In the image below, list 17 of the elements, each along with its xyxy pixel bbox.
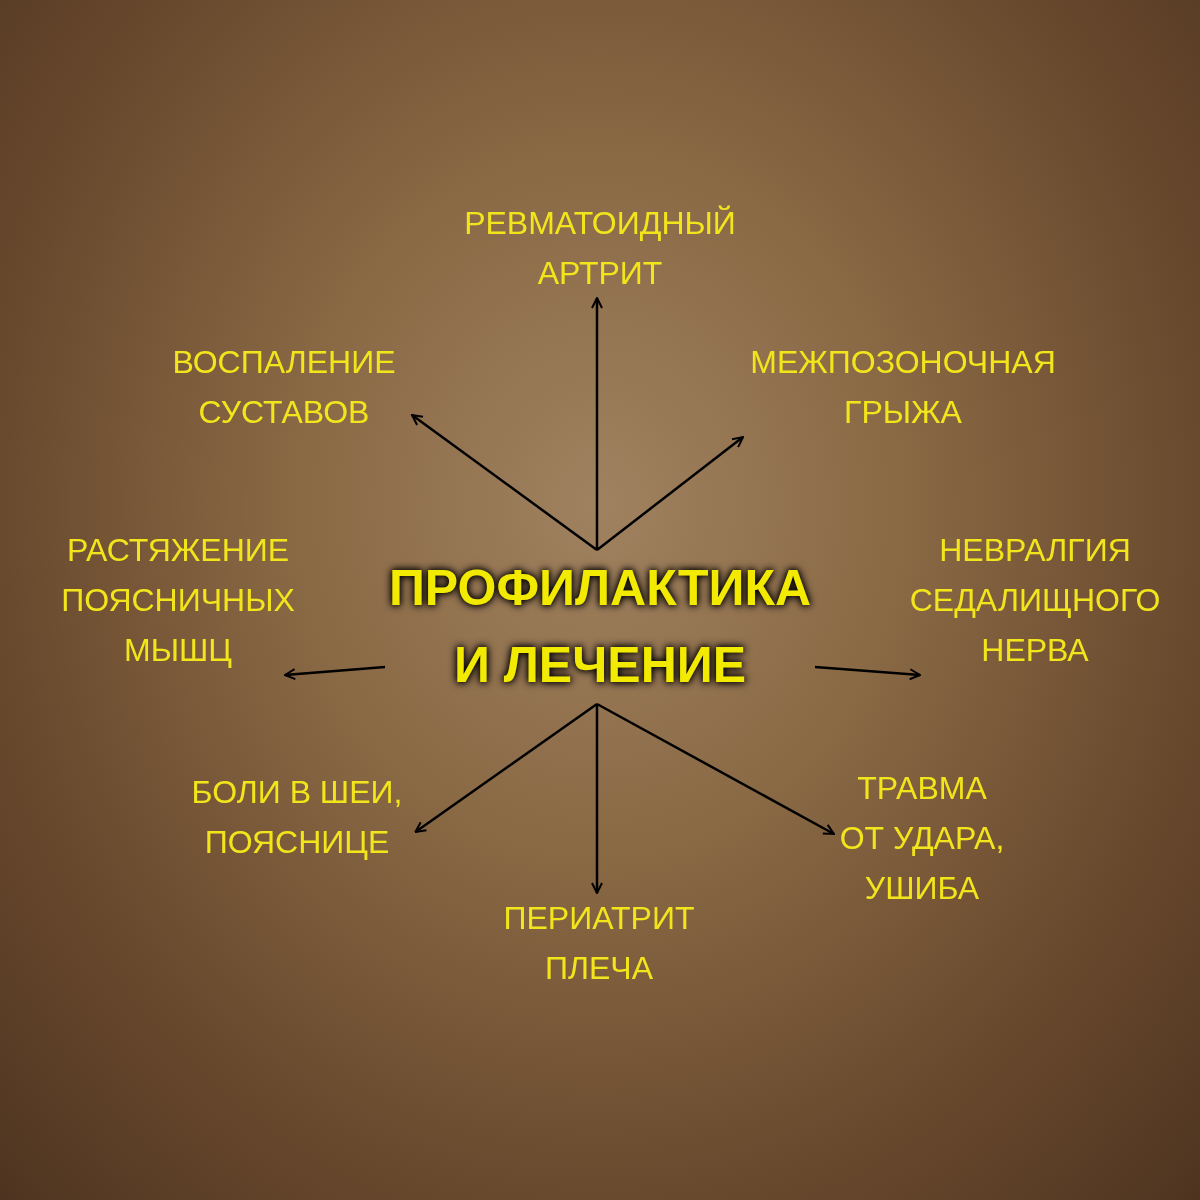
central-heading: ПРОФИЛАКТИКА И ЛЕЧЕНИЕ (385, 550, 815, 704)
condition-label: ПЕРИАТРИТ ПЛЕЧА (480, 893, 718, 993)
arrow (814, 665, 921, 681)
arrow (284, 665, 386, 681)
arrow (596, 702, 835, 836)
condition-label: НЕВРАЛГИЯ СЕДАЛИЩНОГО НЕРВА (894, 525, 1176, 675)
condition-label: МЕЖПОЗОНОЧНАЯ ГРЫЖА (719, 337, 1087, 437)
condition-label: РЕВМАТОИДНЫЙ АРТРИТ (446, 198, 754, 298)
condition-label: БОЛИ В ШЕИ, ПОЯСНИЦЕ (178, 767, 416, 867)
condition-label: РАСТЯЖЕНИЕ ПОЯСНИЧНЫХ МЫШЦ (50, 525, 306, 675)
arrow (411, 414, 598, 551)
arrow (414, 702, 598, 834)
arrow (591, 297, 603, 550)
condition-label: ВОСПАЛЕНИЕ СУСТАВОВ (156, 337, 412, 437)
arrow (596, 436, 744, 551)
arrow (591, 704, 603, 894)
condition-label: ТРАВМА ОТ УДАРА, УШИБА (834, 763, 1010, 913)
